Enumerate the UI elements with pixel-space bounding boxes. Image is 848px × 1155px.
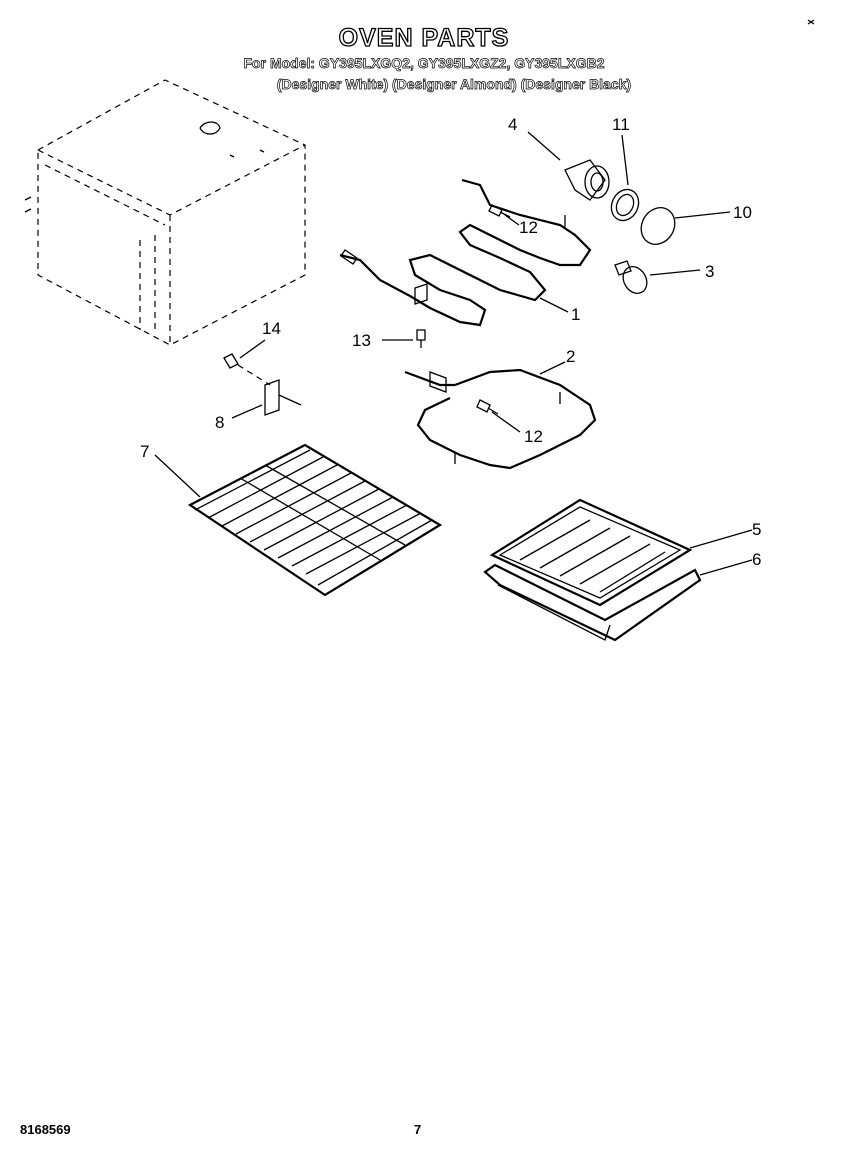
callout-10: 10 <box>733 203 752 222</box>
oven-cavity-outline <box>24 79 306 346</box>
screw-14 <box>223 353 271 386</box>
light-bulb <box>614 260 648 294</box>
oven-rack <box>187 443 443 597</box>
lamp-gasket <box>610 188 640 222</box>
screw-upper <box>488 204 511 218</box>
lamp-lens-cover <box>640 207 676 245</box>
leader-lines <box>154 131 753 576</box>
page-title: OVEN PARTS <box>338 23 510 52</box>
callout-11: 11 <box>612 115 630 134</box>
document-number: 8168569 <box>20 1122 71 1137</box>
callout-2: 2 <box>566 347 575 366</box>
rack-bracket <box>264 379 302 416</box>
callout-7: 7 <box>140 442 149 461</box>
callout-8: 8 <box>215 413 224 432</box>
callout-4: 4 <box>508 115 517 134</box>
callout-13: 13 <box>352 331 371 350</box>
corner-mark <box>807 19 815 25</box>
callout-3: 3 <box>705 262 714 281</box>
lamp-socket-housing <box>564 159 610 201</box>
callout-5: 5 <box>752 520 761 539</box>
designer-colors: (Designer White) (Designer Almond) (Desi… <box>276 76 632 93</box>
page-number: 7 <box>414 1122 422 1137</box>
callout-6: 6 <box>752 550 761 569</box>
screw-13 <box>416 329 426 348</box>
callout-1: 1 <box>571 305 580 324</box>
callout-12-lower: 12 <box>524 427 543 446</box>
screw-lower <box>476 399 499 415</box>
broil-element <box>339 178 592 327</box>
model-numbers: For Model: GY395LXGQ2, GY395LXGZ2, GY395… <box>243 55 605 72</box>
callout-14: 14 <box>262 319 281 338</box>
bake-element <box>404 368 597 470</box>
broiler-pan <box>483 563 702 642</box>
callout-12-upper: 12 <box>519 218 538 237</box>
broiler-grid <box>489 498 693 607</box>
